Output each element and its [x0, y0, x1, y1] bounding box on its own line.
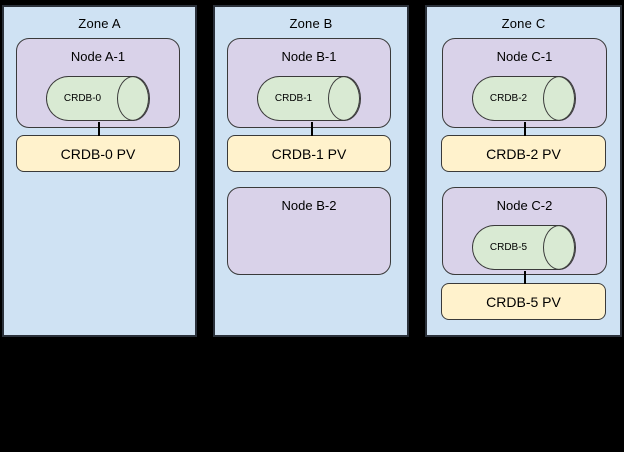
crdb-2-cylinder: CRDB-2 — [472, 75, 576, 121]
crdb-0-pv-label: CRDB-0 PV — [60, 145, 136, 162]
crdb-1-pv: CRDB-1 PV — [227, 135, 391, 172]
crdb-2-pv-label: CRDB-2 PV — [486, 145, 561, 162]
node-c-2: Node C-2 CRDB-5 — [442, 187, 607, 275]
crdb-2-pv: CRDB-2 PV — [441, 135, 606, 172]
node-b-1: Node B-1 CRDB-1 — [227, 38, 391, 128]
crdb-0-label: CRDB-0 — [63, 93, 102, 104]
crdb-1-cylinder: CRDB-1 — [257, 75, 361, 121]
crdb-5-pv: CRDB-5 PV — [441, 283, 606, 320]
zone-c: Zone C Node C-1 CRDB-2 CRDB-2 PV Node C-… — [425, 5, 622, 337]
connector-crdb-1-to-pv — [311, 122, 313, 136]
cylinder-cap-icon — [116, 75, 150, 121]
zone-b: Zone B Node B-1 CRDB-1 CRDB-1 PV Node B-… — [213, 5, 409, 337]
zone-b-title: Zone B — [289, 16, 333, 31]
node-b-2-title: Node B-2 — [281, 198, 337, 213]
cylinder-cap-icon — [542, 75, 576, 121]
crdb-1-pv-label: CRDB-1 PV — [271, 145, 347, 162]
node-a-1-title: Node A-1 — [70, 49, 126, 64]
connector-crdb-5-to-pv — [524, 271, 526, 284]
node-c-1-title: Node C-1 — [496, 49, 553, 64]
crdb-0-pv: CRDB-0 PV — [16, 135, 180, 172]
connector-crdb-0-to-pv — [98, 122, 100, 136]
node-c-2-title: Node C-2 — [496, 198, 553, 213]
crdb-1-label: CRDB-1 — [274, 93, 313, 104]
crdb-2-label: CRDB-2 — [489, 93, 528, 104]
cylinder-cap-icon — [327, 75, 361, 121]
crdb-5-pv-label: CRDB-5 PV — [486, 293, 561, 310]
crdb-5-label: CRDB-5 — [489, 242, 528, 253]
node-c-1: Node C-1 CRDB-2 — [442, 38, 607, 128]
node-a-1: Node A-1 CRDB-0 — [16, 38, 180, 128]
cylinder-cap-icon — [542, 224, 576, 270]
zone-a: Zone A Node A-1 CRDB-0 CRDB-0 PV — [2, 5, 197, 337]
node-b-2: Node B-2 — [227, 187, 391, 275]
zone-c-title: Zone C — [501, 16, 546, 31]
connector-crdb-2-to-pv — [524, 122, 526, 136]
zone-a-title: Zone A — [78, 16, 121, 31]
crdb-0-cylinder: CRDB-0 — [46, 75, 150, 121]
crdb-5-cylinder: CRDB-5 — [472, 224, 576, 270]
node-b-1-title: Node B-1 — [281, 49, 337, 64]
